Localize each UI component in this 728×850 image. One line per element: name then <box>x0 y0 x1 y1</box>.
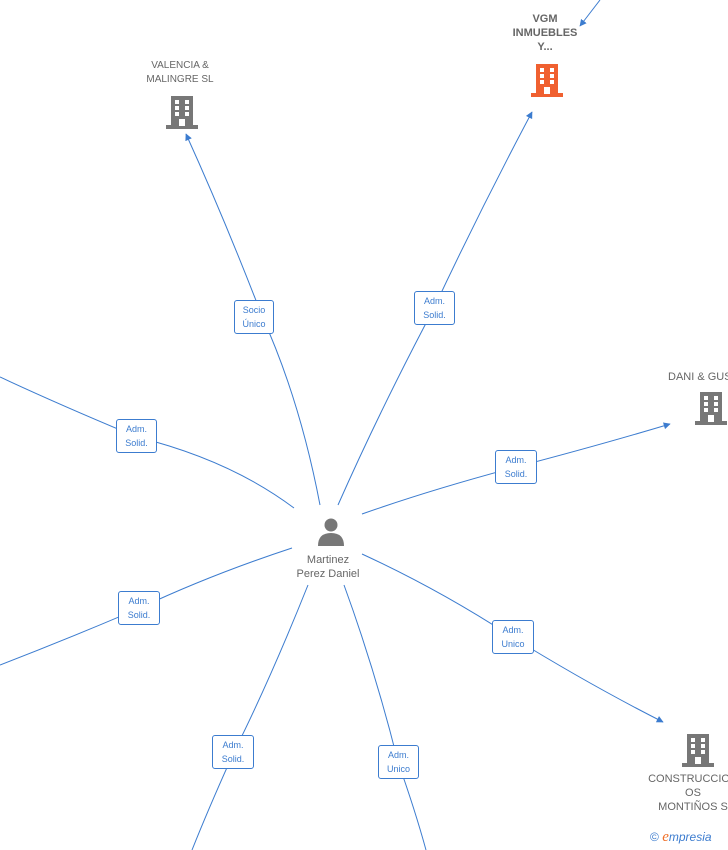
vgm-line1: VGM <box>532 13 558 25</box>
construcciones-line3: MONTIÑOS S <box>658 801 728 813</box>
construcciones-line1: CONSTRUCCION <box>648 773 728 785</box>
edge-line-bottom-right <box>343 584 427 850</box>
edge-label-line: Adm. <box>505 455 527 465</box>
edge-label-line: Adm. <box>423 296 445 306</box>
edge-label-line: Adm. <box>125 424 147 434</box>
company-label-dani[interactable]: DANI & GUS <box>668 370 728 384</box>
construcciones-line2: OS <box>685 787 701 799</box>
valencia-line1: VALENCIA & <box>151 60 209 71</box>
person-icon <box>318 518 344 546</box>
company-label-vgm[interactable]: VGM INMUEBLES Y... <box>495 12 595 54</box>
building-icon <box>682 734 714 767</box>
vgm-line3: Y... <box>537 41 553 53</box>
edge-label-line: Adm. <box>387 750 409 760</box>
copyright-icon: © <box>650 830 659 844</box>
edge-label-line: Unico <box>501 639 525 649</box>
edge-label-line: Solid. <box>504 469 528 479</box>
edge-label-line: Adm. <box>128 596 150 606</box>
edge-label-left-lower[interactable]: Adm. Solid. <box>118 591 160 625</box>
edge-label-line: Socio <box>242 305 266 315</box>
valencia-line2: MALINGRE SL <box>146 74 214 85</box>
brand-e: e <box>662 829 669 845</box>
edge-label-line: Solid. <box>423 310 446 320</box>
edge-line-vgm-top <box>579 0 601 27</box>
edge-label-line: Adm. <box>502 625 524 635</box>
building-icon <box>531 64 563 97</box>
edge-label-construcciones[interactable]: Adm. Unico <box>492 620 534 654</box>
company-label-valencia[interactable]: VALENCIA & MALINGRE SL <box>120 59 240 87</box>
edge-label-bottom-left[interactable]: Adm. Solid. <box>212 735 254 769</box>
empresia-logo: © empresia <box>650 829 712 846</box>
center-name-line2: Perez Daniel <box>296 568 360 580</box>
edge-label-line: Unico <box>386 764 410 774</box>
edge-label-line: Solid. <box>221 754 245 764</box>
center-node-label[interactable]: Martinez Perez Daniel <box>278 553 378 581</box>
edge-label-line: Único <box>242 319 266 329</box>
building-icon <box>166 96 198 129</box>
vgm-line2: INMUEBLES <box>512 27 578 39</box>
edge-label-line: Adm. <box>222 740 244 750</box>
edge-label-bottom-right[interactable]: Adm. Unico <box>378 745 419 779</box>
edge-label-vgm[interactable]: Adm. Solid. <box>414 291 455 325</box>
edge-label-dani[interactable]: Adm. Solid. <box>495 450 537 484</box>
building-icon <box>695 392 727 425</box>
edge-label-left-upper[interactable]: Adm. Solid. <box>116 419 157 453</box>
edge-label-valencia[interactable]: Socio Único <box>234 300 274 334</box>
dani-line1: DANI & GUS <box>668 371 728 383</box>
edge-label-line: Solid. <box>125 438 148 448</box>
brand-text: mpresia <box>668 830 712 844</box>
center-name-line1: Martinez <box>306 554 350 566</box>
company-label-construcciones[interactable]: CONSTRUCCION OS MONTIÑOS S <box>648 772 728 814</box>
edge-line-bottom-left <box>191 584 309 850</box>
edge-label-line: Solid. <box>127 610 151 620</box>
